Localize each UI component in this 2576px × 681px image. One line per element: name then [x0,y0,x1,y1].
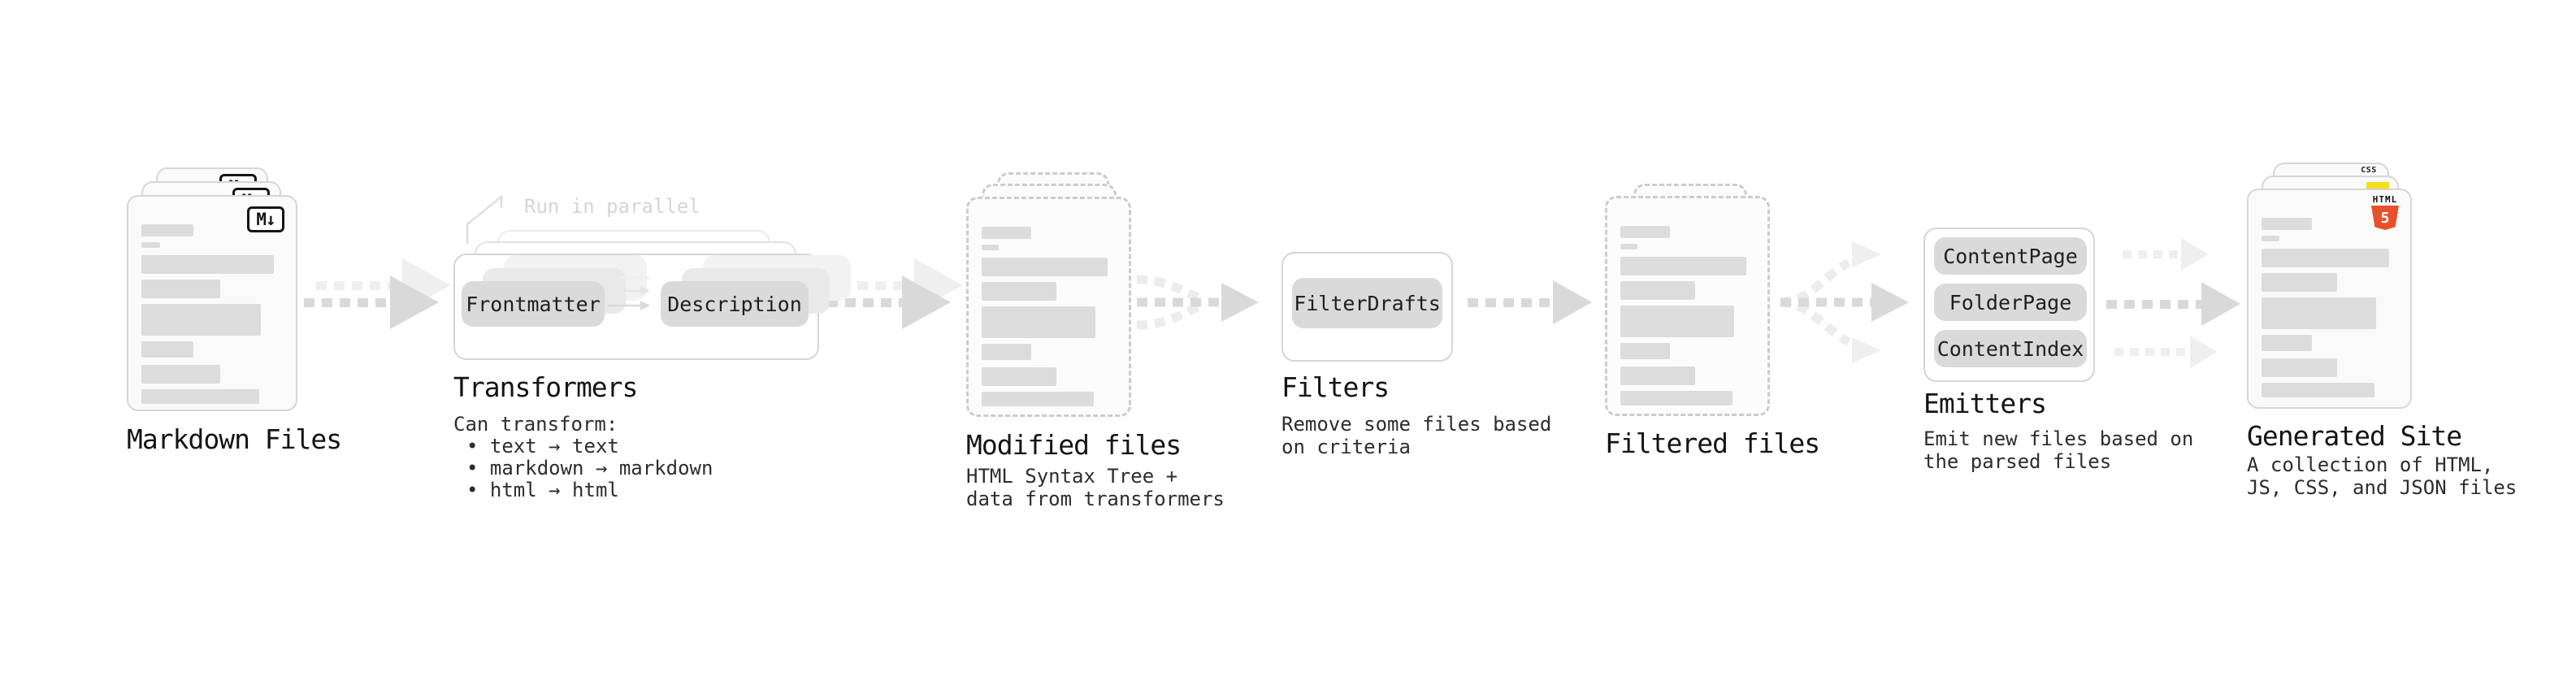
placeholder-bar [981,245,1000,250]
folderpage-pill: FolderPage [1934,284,2087,321]
modified-file-card-front [966,197,1131,417]
file-content-placeholder [128,197,296,410]
html5-icon-label: HTML [2372,194,2398,205]
flow-arrow [1468,280,1592,325]
filters-desc: Remove some files based on criteria [1281,413,1552,458]
transformers-bullet: • markdown → markdown [466,457,713,479]
generated-site-label: Generated Site [2247,420,2462,452]
run-in-parallel-note: Run in parallel [524,195,700,218]
modified-files-desc: HTML Syntax Tree + data from transformer… [966,465,1225,510]
placeholder-bar [981,367,1057,386]
emitters-desc: Emit new files based on the parsed files [1923,427,2194,473]
note-leader-line [466,194,503,244]
placeholder-bar [981,306,1095,338]
css-icon-label: CSS [2361,166,2377,175]
transformers-bullet: • html → html [466,479,619,501]
transformers-label: Transformers [453,371,638,403]
placeholder-bar [2261,218,2312,230]
flow-arrow [304,274,439,331]
placeholder-bar [2261,236,2279,241]
placeholder-bar [1620,257,1747,275]
placeholder-bar [1620,244,1638,249]
flow-arrow [827,274,951,331]
markdown-files-label: Markdown Files [127,423,342,455]
markdown-file-card-front: M↓ [127,195,297,411]
placeholder-bar [1620,343,1670,359]
file-content-placeholder [969,199,1129,414]
html5-icon-shield: 5 [2371,206,2399,230]
html-file-card: HTML 5 [2247,189,2412,409]
emitters-label: Emitters [1923,388,2047,419]
placeholder-bar [141,224,194,236]
placeholder-bar [1620,306,1734,337]
placeholder-bar [141,280,221,298]
flow-arrow [2106,281,2240,327]
transformers-desc-title: Can transform: [453,413,618,436]
placeholder-bar [141,304,261,336]
filterdrafts-pill: FilterDrafts [1292,278,1442,328]
placeholder-bar [981,258,1108,276]
placeholder-bar [2261,297,2377,329]
placeholder-bar [981,392,1094,406]
placeholder-bar [2261,383,2375,397]
description-pill: Description [661,281,809,327]
filtered-file-card-front [1605,196,1770,416]
file-content-placeholder [2249,190,2410,407]
placeholder-bar [141,341,194,358]
placeholder-bar [1620,226,1670,238]
markdown-icon: M↓ [247,206,284,232]
filters-label: Filters [1281,371,1390,403]
placeholder-bar [2261,358,2338,377]
placeholder-bar [2261,249,2390,267]
merge-arrow [1136,275,1259,330]
modified-files-label: Modified files [966,429,1182,461]
frontmatter-pill: Frontmatter [462,281,605,327]
placeholder-bar [141,365,221,384]
generated-site-desc: A collection of HTML, JS, CSS, and JSON … [2247,453,2517,499]
html5-icon: HTML 5 [2368,195,2402,230]
placeholder-bar [2261,335,2312,351]
placeholder-bar [1620,391,1733,406]
placeholder-bar [2261,273,2338,292]
split-arrow [1780,241,1909,363]
contentindex-pill: ContentIndex [1934,330,2087,367]
contentpage-pill: ContentPage [1934,237,2087,275]
placeholder-bar [141,389,259,404]
placeholder-bar [981,227,1031,239]
placeholder-bar [1620,281,1696,300]
parallel-arrows-icon [608,273,650,310]
flow-arrow-light [2114,335,2218,369]
file-content-placeholder [1607,198,1767,414]
filtered-files-label: Filtered files [1605,427,1820,459]
flow-arrow-light [2123,237,2209,271]
placeholder-bar [141,255,275,274]
transformers-bullet: • text → text [466,435,619,458]
placeholder-bar [981,282,1057,301]
placeholder-bar [1620,367,1696,385]
placeholder-bar [981,344,1031,360]
placeholder-bar [141,242,161,248]
